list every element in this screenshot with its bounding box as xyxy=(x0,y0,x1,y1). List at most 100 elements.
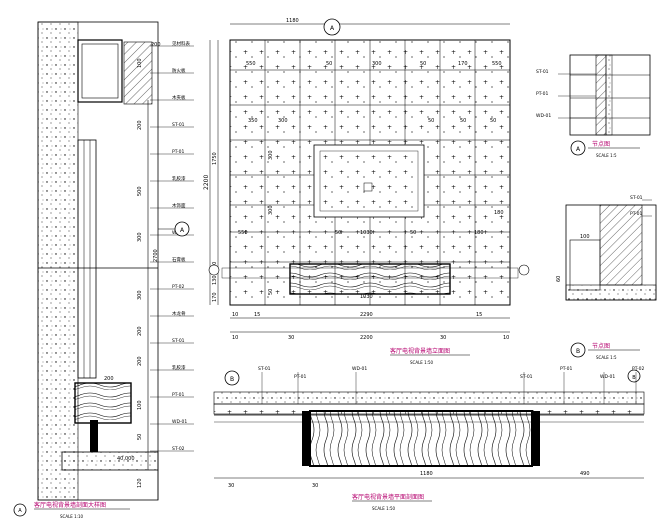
elev-row2-2: 300 xyxy=(278,118,288,124)
elev-row3-4: 50 xyxy=(410,230,416,236)
section-dim-top-2: 100 xyxy=(137,58,143,68)
detail-b-letter: B xyxy=(576,348,580,355)
section-dim-bottom: 40,000 xyxy=(117,456,135,462)
section-tag: 乳胶漆 xyxy=(172,364,186,371)
plan-tag: WD-01 xyxy=(352,366,367,372)
elev-side-3: 300 xyxy=(268,205,274,215)
elev-dim-left-edge: 10 xyxy=(232,335,238,341)
section-dim-base: 120 xyxy=(137,478,143,488)
elev-dim-left-30: 30 xyxy=(288,335,294,341)
detail-a-tag: ST-01 xyxy=(536,69,549,75)
elev-row1-6: 550 xyxy=(492,61,502,67)
section-tag: 木龙骨 xyxy=(172,310,186,317)
plan-tag: ST-01 xyxy=(520,374,533,380)
section-tag: 石膏板 xyxy=(172,256,186,263)
elev-dim-inner: 2290 xyxy=(360,312,373,318)
section-dim-total: 2700 xyxy=(153,249,159,262)
detail-b-marker xyxy=(570,342,586,358)
elev-side-1: 350 xyxy=(248,118,258,124)
elev-row1-1: 550 xyxy=(246,61,256,67)
section-dim-lower-2: 200 xyxy=(137,326,143,336)
section-tag: 木饰面 xyxy=(172,202,186,209)
detail-b-tag: ST-01 xyxy=(630,195,643,201)
section-title-letter: A xyxy=(18,508,22,514)
plan-tag: PT-01 xyxy=(560,366,573,372)
elev-dim-total: 2200 xyxy=(360,335,373,341)
elevation-right-marker xyxy=(518,264,530,276)
section-dim-top-3: 200 xyxy=(137,120,143,130)
elev-row2-5: 50 xyxy=(490,118,496,124)
detail-a-letter: A xyxy=(576,146,581,153)
elev-row2-6: 180 xyxy=(494,210,504,216)
section-callout-letter: A xyxy=(180,227,185,234)
section-tag: PT-01 xyxy=(172,149,185,155)
elev-dim-top: 1180 xyxy=(286,18,299,24)
section-tag: ST-01 xyxy=(172,122,185,128)
tv-cabinet xyxy=(289,263,451,295)
section-title-marker xyxy=(13,503,27,517)
section-dim-mid-2: 300 xyxy=(137,232,143,242)
elev-side-4: 50 xyxy=(268,289,274,295)
elev-base-b: 170 xyxy=(212,292,218,302)
elev-row3-1: 550 xyxy=(238,230,248,236)
elev-row1-3: 300 xyxy=(372,61,382,67)
elevation-title: 客厅电视背景墙立面图 xyxy=(390,347,450,355)
elev-frame-width: 1030 xyxy=(360,294,373,300)
section-dim-top-1: 200 xyxy=(151,42,161,48)
plan-dim-left: 30 xyxy=(228,483,234,489)
plan-tag: PT-02 xyxy=(632,366,645,372)
tv-wall-elevation: 1180 A 550 50 300 50 170 550 350 300 300… xyxy=(203,18,530,365)
section-tag: PT-02 xyxy=(172,284,185,290)
elevation-section-letter: A xyxy=(330,25,335,32)
detail-a-tag: PT-01 xyxy=(536,91,549,97)
section-tag: 木夹板 xyxy=(172,94,186,101)
plan-marker-letter: B xyxy=(230,376,234,383)
elev-row2-4: 50 xyxy=(460,118,466,124)
detail-a-title: 节点图 xyxy=(592,140,610,148)
detail-a-scale: SCALE 1:5 xyxy=(596,153,617,158)
section-detail: 见材料表防火板木夹板ST-01PT-01乳胶漆木饰面WD-01石膏板PT-02木… xyxy=(13,21,194,519)
elev-row2-3: 50 xyxy=(428,118,434,124)
plan-scale: SCALE 1:50 xyxy=(372,506,396,511)
section-tag: WD-01 xyxy=(172,419,187,425)
plan-cabinet xyxy=(309,410,533,467)
elevation-left-marker xyxy=(208,264,220,276)
elevation-section-marker xyxy=(323,18,341,36)
plan-dim-total: 1180 xyxy=(420,471,433,477)
section-tag: ST-01 xyxy=(172,338,185,344)
section-dim-lower-5: 50 xyxy=(137,434,143,440)
elev-base-a: 130 xyxy=(212,275,218,285)
section-tag: 见材料表 xyxy=(172,40,190,47)
section-tag: 乳胶漆 xyxy=(172,175,186,182)
detail-b-scale: SCALE 1:5 xyxy=(596,355,617,360)
detail-b-dim-a: 100 xyxy=(580,234,590,240)
plan-marker-right xyxy=(627,369,641,383)
section-dim-lower-1: 300 xyxy=(137,290,143,300)
section-dim-shelf: 200 xyxy=(104,376,114,382)
section-dim-lower-3: 200 xyxy=(137,356,143,366)
detail-b-tag: PT-01 xyxy=(630,211,643,217)
elev-height-main: 1750 xyxy=(212,152,218,165)
elev-row1-5: 170 xyxy=(458,61,468,67)
elev-dim-right-10: 10 xyxy=(503,335,509,341)
elev-row3-3: 1030 xyxy=(360,230,373,236)
elev-row1-4: 50 xyxy=(420,61,426,67)
detail-a-marker xyxy=(570,140,586,156)
elev-height-total: 2200 xyxy=(203,175,210,190)
plan-dim-right: 490 xyxy=(580,471,590,477)
elev-dim-right-30: 30 xyxy=(440,335,446,341)
detail-b-dim-b: 60 xyxy=(556,276,562,282)
plan-title: 客厅电视背景墙平面剖面图 xyxy=(352,493,424,501)
tv-socket-icon xyxy=(363,182,373,192)
plan-tag: ST-01 xyxy=(258,366,271,372)
detail-a-tag: WD-01 xyxy=(536,113,551,119)
section-title: 客厅电视背景墙剖面大样图 xyxy=(34,501,106,509)
elev-row3-5: 180 xyxy=(474,230,484,236)
elevation-scale: SCALE 1:50 xyxy=(410,360,434,365)
elev-row3-2: 50 xyxy=(335,230,341,236)
detail-b-title: 节点图 xyxy=(592,342,610,350)
section-tag: PT-01 xyxy=(172,392,185,398)
